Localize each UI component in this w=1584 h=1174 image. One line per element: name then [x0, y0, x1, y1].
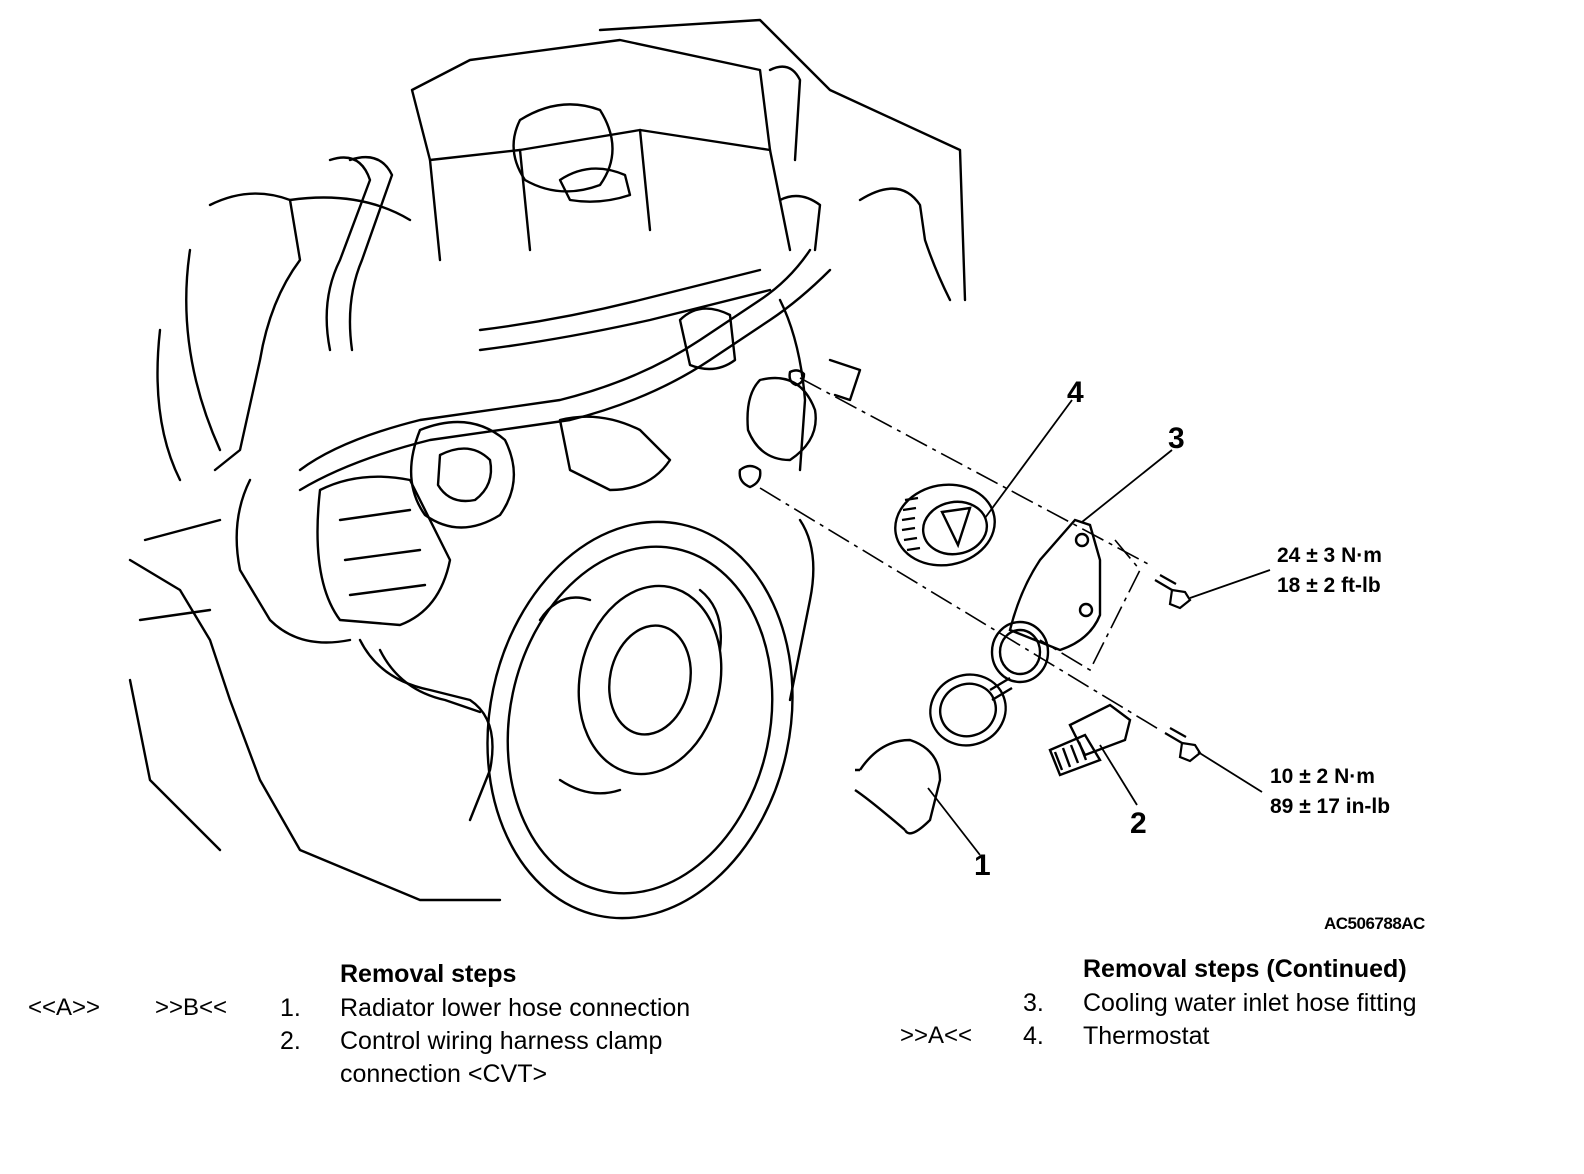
- torque-upper-ftlb: 18 ± 2 ft-lb: [1277, 574, 1381, 597]
- torque-upper-nm: 24 ± 3 N·m: [1277, 544, 1382, 567]
- step-3-number: 3.: [1023, 989, 1044, 1017]
- step-2-text-continued: connection <CVT>: [340, 1060, 548, 1088]
- callout-4: 4: [1067, 376, 1084, 409]
- step-1-text: Radiator lower hose connection: [340, 994, 691, 1022]
- removal-steps-title: Removal steps: [340, 960, 517, 988]
- torque-lower-nm: 10 ± 2 N·m: [1270, 765, 1375, 788]
- step-1-number: 1.: [280, 994, 301, 1022]
- figure-reference: AC506788AC: [1324, 914, 1425, 933]
- step-4-number: 4.: [1023, 1022, 1044, 1050]
- inlet-fitting-part: [990, 518, 1102, 684]
- callout-3: 3: [1168, 422, 1185, 455]
- callout-2: 2: [1130, 807, 1147, 840]
- engine-thermostat-diagram: 1 2 3 4 24 ± 3 N·m 18 ± 2 ft-lb 10 ± 2 N…: [128, 18, 1390, 920]
- step-4-text: Thermostat: [1083, 1022, 1210, 1050]
- step-2-text: Control wiring harness clamp: [340, 1027, 663, 1055]
- engine-block-illustration: [128, 18, 967, 920]
- step-2-number: 2.: [280, 1027, 301, 1055]
- radiator-hose-part: [854, 738, 942, 835]
- step-1-code-b: >>B<<: [155, 994, 228, 1021]
- removal-steps-continued-title: Removal steps (Continued): [1083, 955, 1407, 983]
- step-1-code-a: <<A>>: [28, 994, 101, 1021]
- bolt-upper: [1154, 574, 1192, 610]
- hose-clamp-part: [929, 673, 1013, 747]
- step-3-text: Cooling water inlet hose fitting: [1083, 989, 1417, 1017]
- bolt-lower: [1164, 727, 1202, 763]
- step-4-code: >>A<<: [900, 1022, 973, 1049]
- harness-clamp-part: [1048, 703, 1132, 777]
- leader-lines: [927, 399, 1271, 856]
- torque-lower-inlb: 89 ± 17 in-lb: [1270, 795, 1390, 818]
- thermostat-part: [894, 483, 996, 567]
- callout-1: 1: [974, 849, 991, 882]
